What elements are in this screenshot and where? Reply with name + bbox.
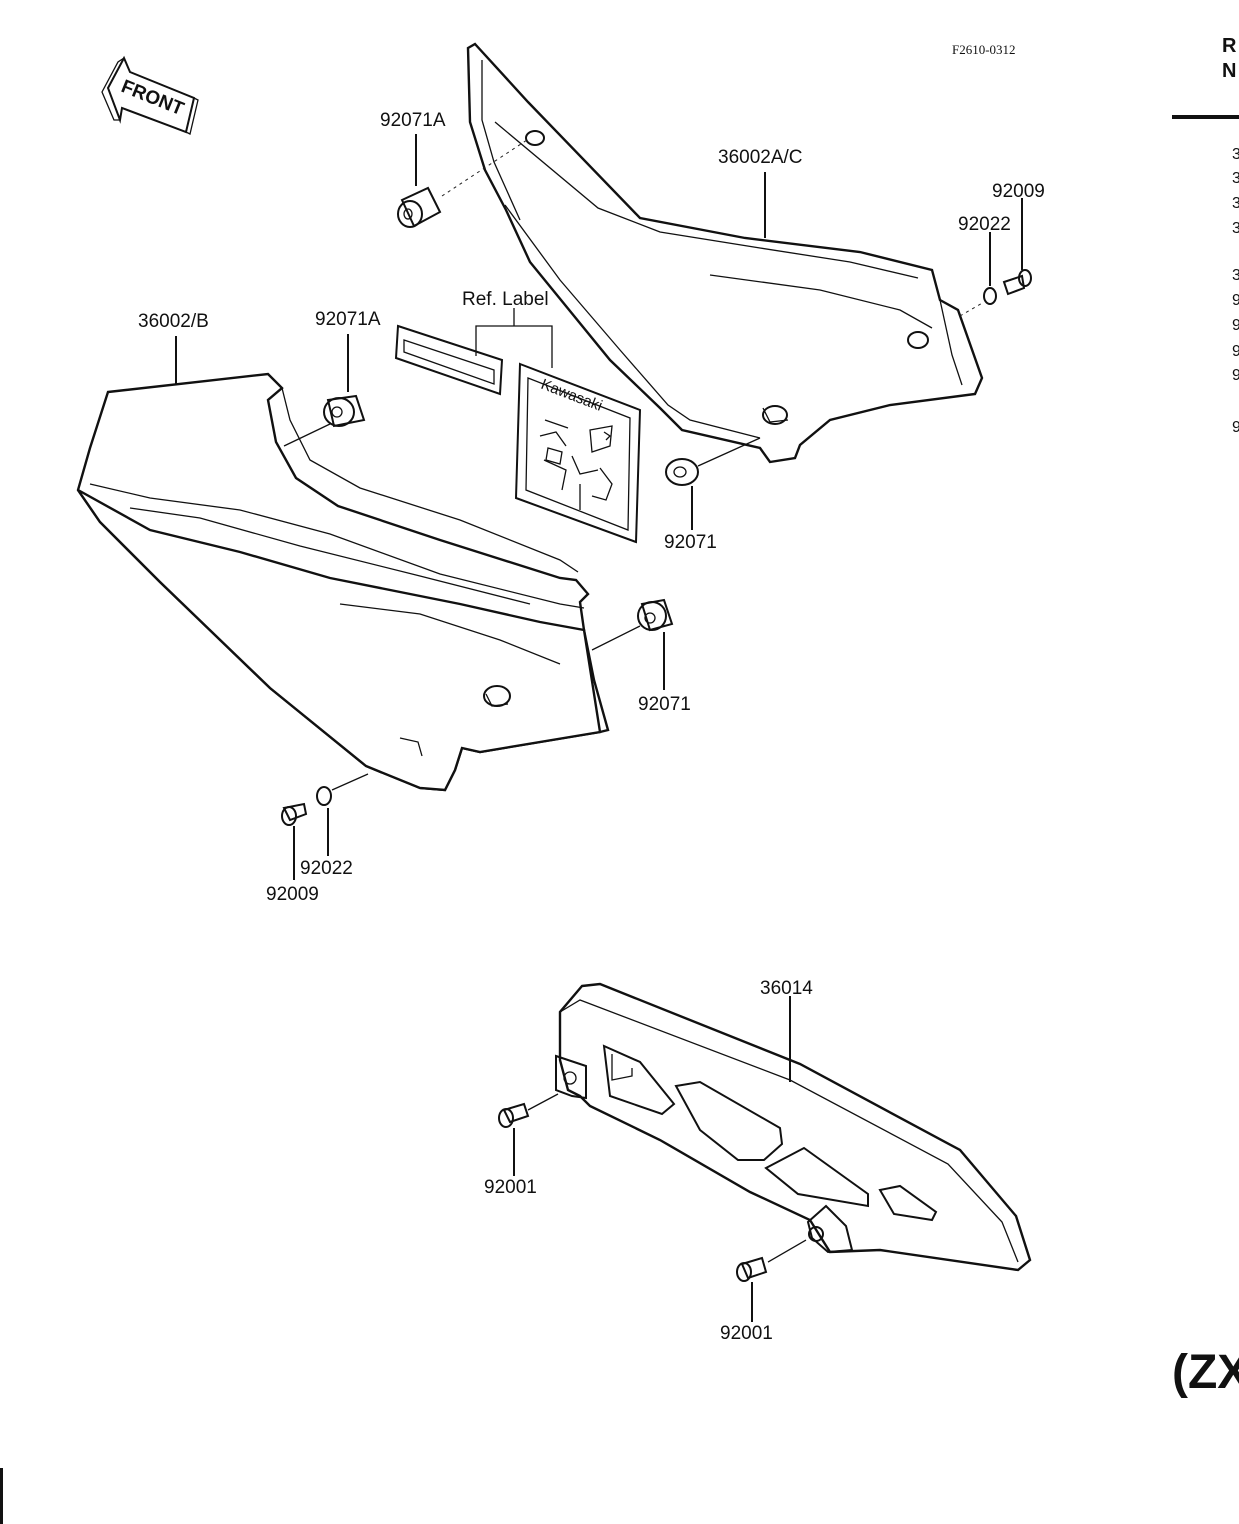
kawasaki-text: Kawasaki: [539, 376, 605, 415]
label-92001-left: 92001: [484, 1177, 537, 1198]
label-36002b: 36002/B: [138, 311, 209, 332]
bolt-92001-right: [736, 1239, 807, 1322]
grommet-92071-mid: [665, 437, 761, 530]
label-92071a-mid: 92071A: [315, 309, 381, 330]
side-cover-36002b: [76, 336, 610, 792]
column-glyph: 3: [1232, 267, 1239, 284]
header-char-n: N: [1222, 60, 1236, 82]
label-36014: 36014: [760, 978, 813, 999]
label-92022-top: 92022: [958, 214, 1011, 235]
grommet-92071a-top: [397, 134, 528, 228]
diagram-code: F2610-0312: [952, 42, 1016, 57]
front-label: FRONT: [118, 76, 187, 120]
column-glyph: 3: [1232, 146, 1239, 163]
ref-label-text: Ref. Label: [462, 289, 549, 310]
label-92009-low: 92009: [266, 884, 319, 905]
column-glyph: 9: [1232, 343, 1239, 360]
label-92009-top: 92009: [992, 181, 1045, 202]
label-92071a-top: 92071A: [380, 110, 446, 131]
chain-guard-36014: [555, 982, 1032, 1272]
column-glyph: 3: [1232, 170, 1239, 187]
header-char-r: R: [1222, 35, 1237, 57]
bolt-92001-left: [498, 1093, 559, 1176]
column-glyph: 3: [1232, 220, 1239, 237]
label-92001-right: 92001: [720, 1323, 773, 1344]
label-92022-low: 92022: [300, 858, 353, 879]
grommet-92071a-mid: [283, 334, 366, 447]
side-cover-36002ac: [466, 42, 984, 464]
bolt-92009-top: [959, 198, 1032, 317]
column-glyph: 9: [1232, 317, 1239, 334]
column-glyph: 3: [1232, 195, 1239, 212]
column-glyph: 9: [1232, 292, 1239, 309]
column-glyph: 9: [1232, 367, 1239, 384]
label-36002ac: 36002A/C: [718, 147, 803, 168]
right-column: R N 3 3 3 3 3 9 9 9 9 9 (ZX: [1172, 35, 1239, 1399]
column-glyph: 9: [1232, 419, 1239, 436]
label-92071-mid: 92071: [664, 532, 717, 553]
washer-92022-low: [316, 773, 369, 856]
model-tag: (ZX: [1172, 1346, 1239, 1399]
washer-92022-top: [983, 232, 997, 305]
edge-mark: [0, 1468, 3, 1524]
label-92071-low: 92071: [638, 694, 691, 715]
front-arrow: FRONT: [101, 55, 199, 135]
grommet-92071-low: [591, 598, 674, 690]
bolt-92009-low: [281, 802, 308, 880]
